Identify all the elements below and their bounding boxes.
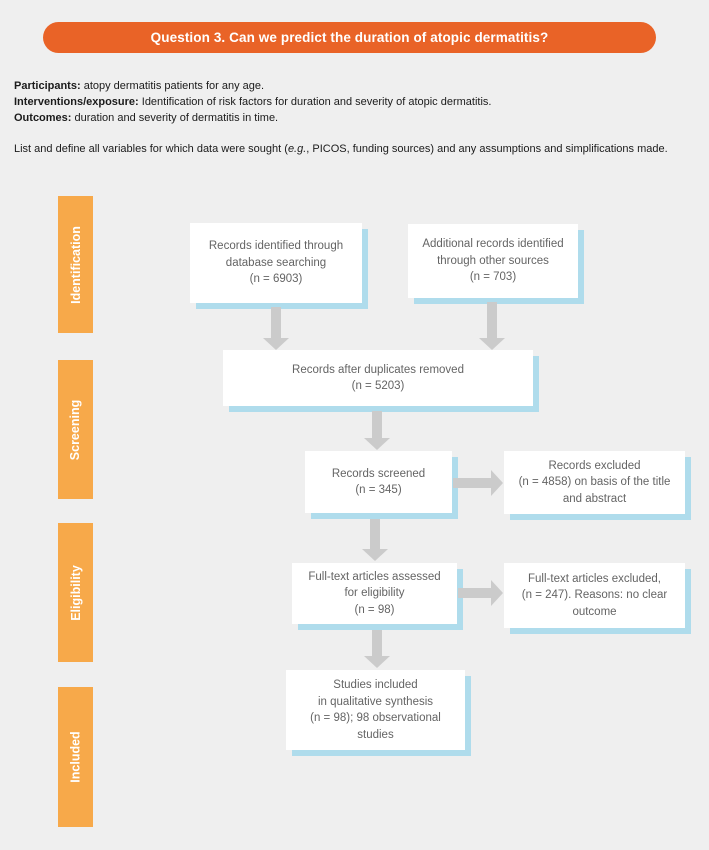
stage-label-included: Included xyxy=(68,731,83,783)
arrow-head xyxy=(491,580,503,606)
arrow-head xyxy=(362,549,388,561)
variables-note-text1: List and define all variables for which … xyxy=(14,143,288,155)
flow-box-records-identified-text: Records identified through database sear… xyxy=(208,240,344,286)
flow-box-additional-records: Additional records identified through ot… xyxy=(408,224,578,298)
arrow-duplicates-to-screened-icon xyxy=(364,411,390,450)
flow-box-fulltext-excluded: Full-text articles excluded, (n = 247). … xyxy=(504,563,685,628)
arrow-identified-to-duplicates-icon xyxy=(263,307,289,350)
criteria-interventions-label: Interventions/exposure: xyxy=(14,96,139,108)
criteria-participants: Participants: atopy dermatitis patients … xyxy=(14,78,706,94)
criteria-block: Participants: atopy dermatitis patients … xyxy=(14,78,706,157)
arrow-shaft xyxy=(271,307,281,338)
criteria-interventions: Interventions/exposure: Identification o… xyxy=(14,94,706,110)
criteria-outcomes-label: Outcomes: xyxy=(14,112,72,124)
stage-label-identification: Identification xyxy=(68,225,83,304)
arrow-fulltext-to-included-icon xyxy=(364,630,390,668)
stage-bar-eligibility: Eligibility xyxy=(58,523,93,662)
stage-label-eligibility: Eligibility xyxy=(68,564,83,621)
arrow-head xyxy=(364,438,390,450)
flow-box-duplicates-removed-text: Records after duplicates removed (n = 52… xyxy=(292,363,464,393)
arrow-head xyxy=(491,470,503,496)
criteria-participants-text: atopy dermatitis patients for any age. xyxy=(80,80,265,92)
stage-bar-screening: Screening xyxy=(58,360,93,499)
flow-box-fulltext-excluded-text: Full-text articles excluded, (n = 247). … xyxy=(521,572,668,618)
arrow-head xyxy=(479,338,505,350)
arrow-screened-to-excluded-icon xyxy=(453,470,503,496)
flow-box-studies-included-text: Studies included in qualitative synthesi… xyxy=(310,679,441,741)
flow-box-records-excluded-text: Records excluded (n = 4858) on basis of … xyxy=(518,459,671,505)
variables-note-italic: e.g. xyxy=(287,143,307,155)
variables-note-text2: , PICOS, funding sources) and any assump… xyxy=(306,143,668,155)
criteria-outcomes: Outcomes: duration and severity of derma… xyxy=(14,110,706,126)
question-banner: Question 3. Can we predict the duration … xyxy=(43,22,656,53)
arrow-additional-to-duplicates-icon xyxy=(479,302,505,350)
arrow-shaft xyxy=(372,411,382,438)
flow-box-records-excluded: Records excluded (n = 4858) on basis of … xyxy=(504,451,685,514)
variables-note: List and define all variables for which … xyxy=(14,141,706,157)
stage-bar-identification: Identification xyxy=(58,196,93,333)
flow-box-studies-included: Studies included in qualitative synthesi… xyxy=(286,670,465,750)
criteria-interventions-text: Identification of risk factors for durat… xyxy=(138,96,492,108)
flow-box-additional-records-text: Additional records identified through ot… xyxy=(422,238,564,284)
flow-box-fulltext-assessed-text: Full-text articles assessed for eligibil… xyxy=(308,570,441,616)
flow-box-fulltext-assessed: Full-text articles assessed for eligibil… xyxy=(292,563,457,624)
arrow-shaft xyxy=(453,478,491,488)
arrow-head xyxy=(263,338,289,350)
criteria-participants-label: Participants: xyxy=(14,80,81,92)
arrow-fulltext-to-excluded-icon xyxy=(458,580,503,606)
arrow-screened-to-fulltext-icon xyxy=(362,519,388,561)
arrow-shaft xyxy=(372,630,382,656)
stage-bar-included: Included xyxy=(58,687,93,827)
flow-box-duplicates-removed: Records after duplicates removed (n = 52… xyxy=(223,350,533,406)
flow-box-records-screened: Records screened (n = 345) xyxy=(305,451,452,513)
arrow-shaft xyxy=(458,588,491,598)
arrow-head xyxy=(364,656,390,668)
arrow-shaft xyxy=(487,302,497,338)
flow-box-records-identified: Records identified through database sear… xyxy=(190,223,362,303)
criteria-outcomes-text: duration and severity of dermatitis in t… xyxy=(71,112,279,124)
flow-box-records-screened-text: Records screened (n = 345) xyxy=(331,467,426,497)
arrow-shaft xyxy=(370,519,380,549)
stage-label-screening: Screening xyxy=(68,399,83,460)
